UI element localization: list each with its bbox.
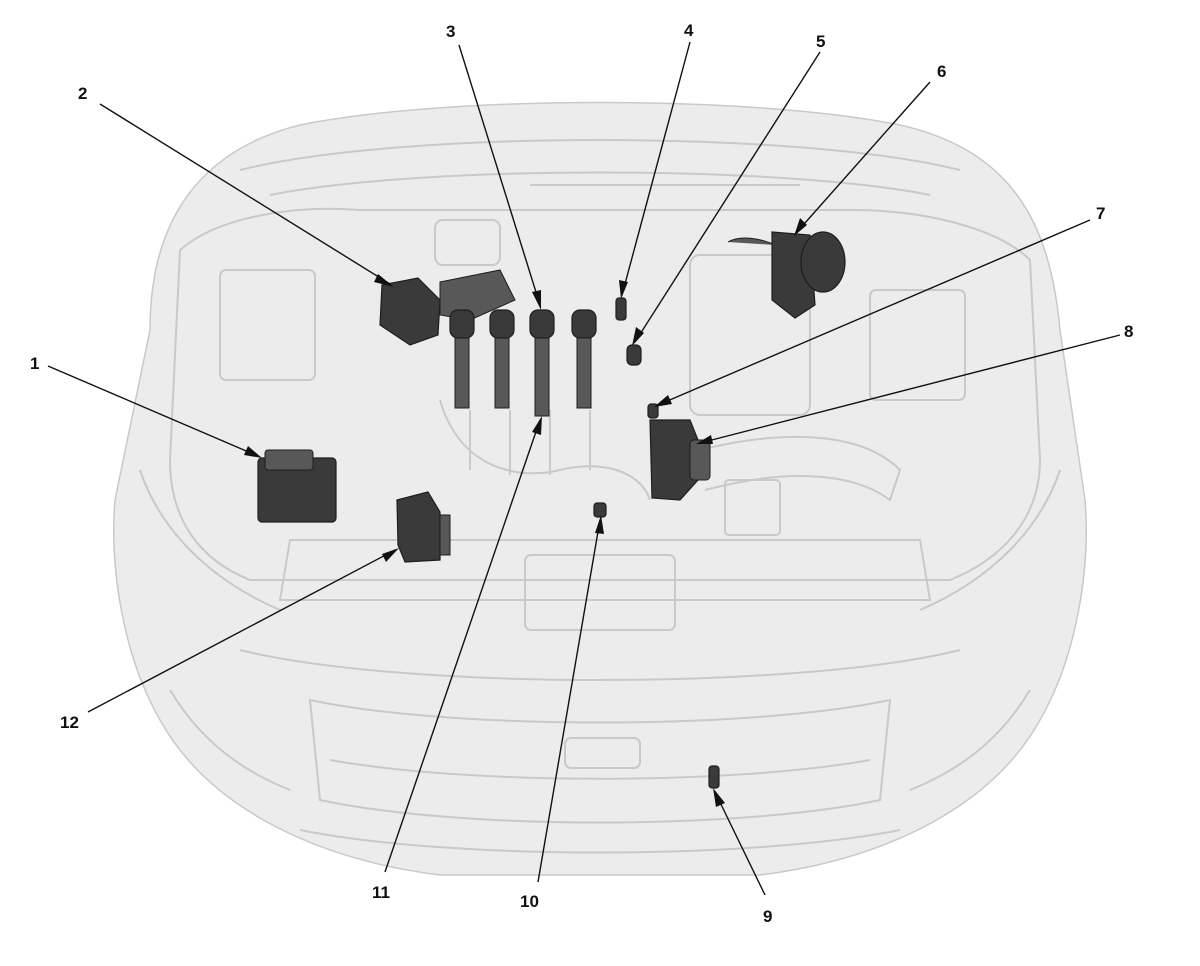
intake-runner-ghost	[469, 410, 591, 475]
leader-12	[87, 549, 396, 713]
leader-9	[714, 791, 766, 896]
component-4	[615, 297, 627, 321]
car-front-ghost	[113, 101, 1087, 876]
headlight-left-ghost	[139, 469, 281, 611]
component-6	[727, 231, 846, 319]
battery-ghost	[869, 289, 966, 401]
component-7	[647, 403, 659, 419]
intake-manifold-ghost	[439, 399, 651, 501]
arrowhead-12	[382, 548, 399, 562]
leader-1	[47, 365, 259, 457]
callout-label-12: 12	[60, 713, 79, 732]
leader-lines	[47, 41, 1121, 896]
reservoir-ghost	[434, 219, 501, 266]
arrowhead-3	[532, 290, 541, 310]
arrowhead-8	[696, 435, 713, 444]
air-box-ghost	[689, 254, 811, 416]
arrowhead-2	[374, 274, 394, 287]
leader-5	[634, 51, 821, 343]
headlight-right-ghost	[919, 469, 1061, 611]
callout-label-5: 5	[816, 32, 825, 51]
leader-10	[537, 519, 601, 883]
component-10	[593, 502, 607, 518]
fog-right-ghost	[909, 689, 1031, 791]
arrowhead-6	[794, 218, 807, 236]
arrowhead-5	[632, 327, 644, 346]
callout-label-1: 1	[30, 354, 39, 373]
arrowhead-7	[654, 395, 672, 407]
arrowhead-4	[619, 280, 628, 299]
component-2	[379, 269, 516, 346]
component-9	[708, 765, 720, 789]
radiator-support-ghost	[278, 539, 932, 601]
leader-4	[621, 41, 691, 296]
callout-labels: 1 2 3 4 5 6 7 8 9 10 11 12	[30, 21, 1133, 926]
callout-label-4: 4	[684, 21, 694, 40]
arrowhead-11	[532, 416, 542, 435]
latch-ghost	[524, 554, 676, 631]
callout-label-6: 6	[937, 62, 946, 81]
callout-label-7: 7	[1096, 204, 1105, 223]
arrowhead-9	[713, 788, 725, 807]
leader-8	[699, 334, 1121, 444]
leader-11	[384, 419, 541, 873]
car-body-outline	[113, 101, 1087, 876]
leader-6	[796, 81, 931, 233]
leader-7	[657, 219, 1091, 406]
callout-label-11: 11	[372, 883, 390, 902]
callout-label-8: 8	[1124, 322, 1133, 341]
bumper-upper	[239, 649, 961, 681]
grille-upper	[308, 698, 892, 824]
leader-3	[458, 44, 541, 306]
callout-label-10: 10	[520, 892, 539, 911]
component-12	[396, 491, 451, 563]
component-1	[257, 449, 337, 523]
engine-bay-outline	[168, 207, 1042, 581]
vent-ghost	[724, 479, 781, 536]
component-8	[649, 419, 711, 501]
leader-2	[99, 103, 391, 285]
fuse-box-ghost	[219, 269, 316, 381]
ignition-coils	[449, 309, 597, 417]
grille-bar	[329, 759, 871, 780]
bumper-lower	[299, 829, 901, 854]
callout-label-3: 3	[446, 22, 455, 41]
emblem-ghost	[564, 737, 641, 769]
arrowhead-10	[595, 515, 604, 534]
callout-label-2: 2	[78, 84, 87, 103]
highlighted-components	[257, 231, 846, 789]
intake-duct-ghost	[699, 435, 902, 502]
hood-line	[239, 139, 961, 171]
component-5	[626, 344, 642, 366]
cowl-line	[269, 171, 931, 196]
callout-label-9: 9	[763, 907, 772, 926]
fog-left-ghost	[169, 689, 291, 791]
arrowhead-1	[244, 446, 262, 458]
